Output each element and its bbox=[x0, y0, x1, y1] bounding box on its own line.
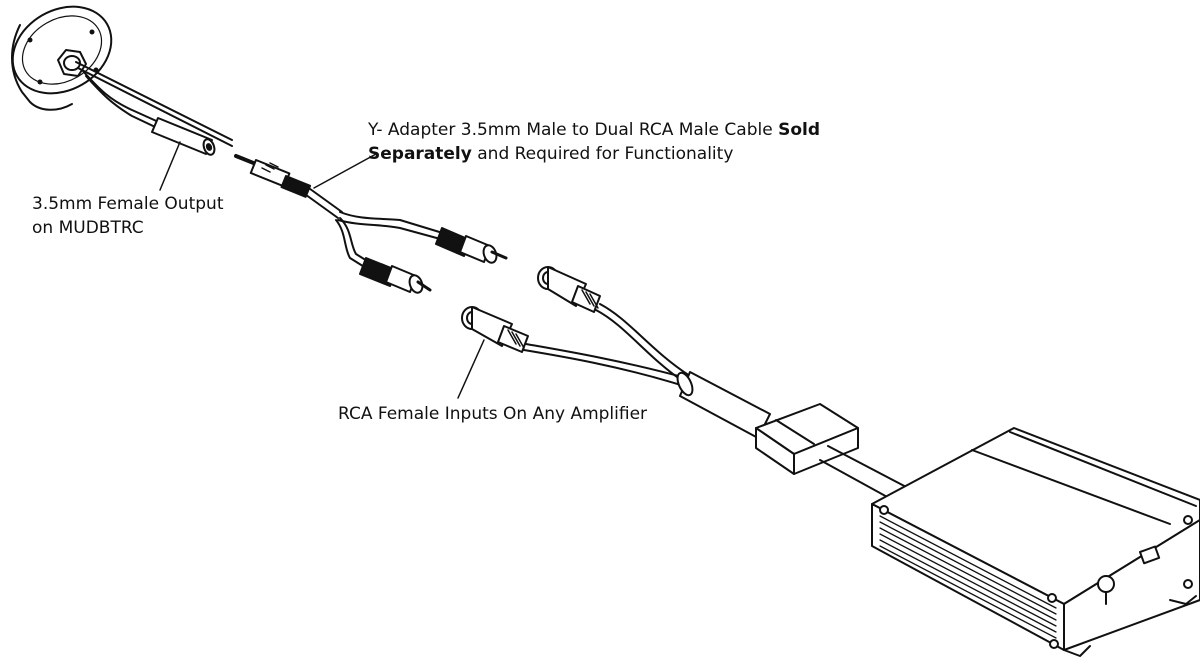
amplifier bbox=[871, 427, 1200, 657]
label-y-adapter-line1: Y- Adapter 3.5mm Male to Dual RCA Male C… bbox=[368, 120, 779, 140]
puck-wires bbox=[75, 61, 233, 147]
leader-output bbox=[159, 141, 181, 191]
label-female-output-line2: on MUDBTRC bbox=[32, 218, 144, 238]
rca-male-plug-1 bbox=[435, 227, 508, 264]
leader-adapter bbox=[313, 153, 377, 189]
rca-male-plug-2 bbox=[359, 257, 432, 294]
rca-female-plug-2 bbox=[461, 306, 529, 353]
label-y-adapter-line2: and Required for Functionality bbox=[471, 144, 734, 164]
y-adapter-cable bbox=[301, 153, 447, 269]
label-rca-inputs: RCA Female Inputs On Any Amplifier bbox=[338, 404, 648, 424]
female-jack-3-5mm bbox=[151, 117, 216, 156]
rca-female-plug-1 bbox=[537, 266, 601, 313]
mudbtrc-puck bbox=[11, 5, 113, 111]
male-plug-3-5mm bbox=[234, 154, 312, 198]
label-y-adapter-sold: Sold bbox=[778, 120, 820, 140]
label-female-output-line1: 3.5mm Female Output bbox=[32, 194, 224, 214]
label-female-output: 3.5mm Female Output on MUDBTRC bbox=[32, 192, 223, 240]
label-y-adapter-separately: Separately bbox=[368, 144, 472, 164]
label-y-adapter: Y- Adapter 3.5mm Male to Dual RCA Male C… bbox=[368, 118, 820, 166]
amplifier-cables bbox=[523, 303, 913, 505]
leader-rca bbox=[457, 339, 485, 399]
